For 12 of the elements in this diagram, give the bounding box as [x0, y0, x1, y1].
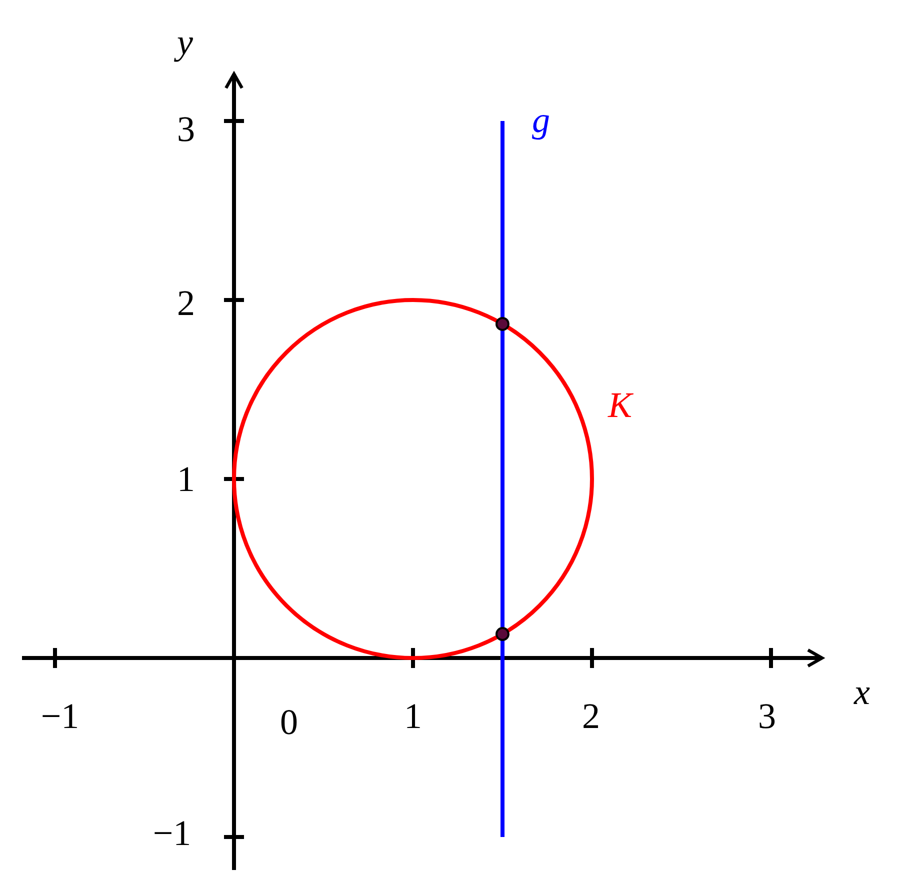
tick-label: 3 — [177, 111, 195, 147]
tick-label: 3 — [758, 698, 776, 734]
tick-label: −1 — [40, 698, 80, 734]
curve-label: K — [608, 387, 632, 423]
tick-label: 2 — [582, 698, 600, 734]
tick-label: 1 — [404, 698, 422, 734]
tick-label: 1 — [177, 461, 195, 497]
tick-label: 0 — [280, 704, 298, 740]
tick-label: 2 — [177, 285, 195, 321]
tick-label: −1 — [152, 815, 192, 851]
line-label: g — [532, 102, 550, 138]
axis-label: x — [854, 674, 870, 710]
